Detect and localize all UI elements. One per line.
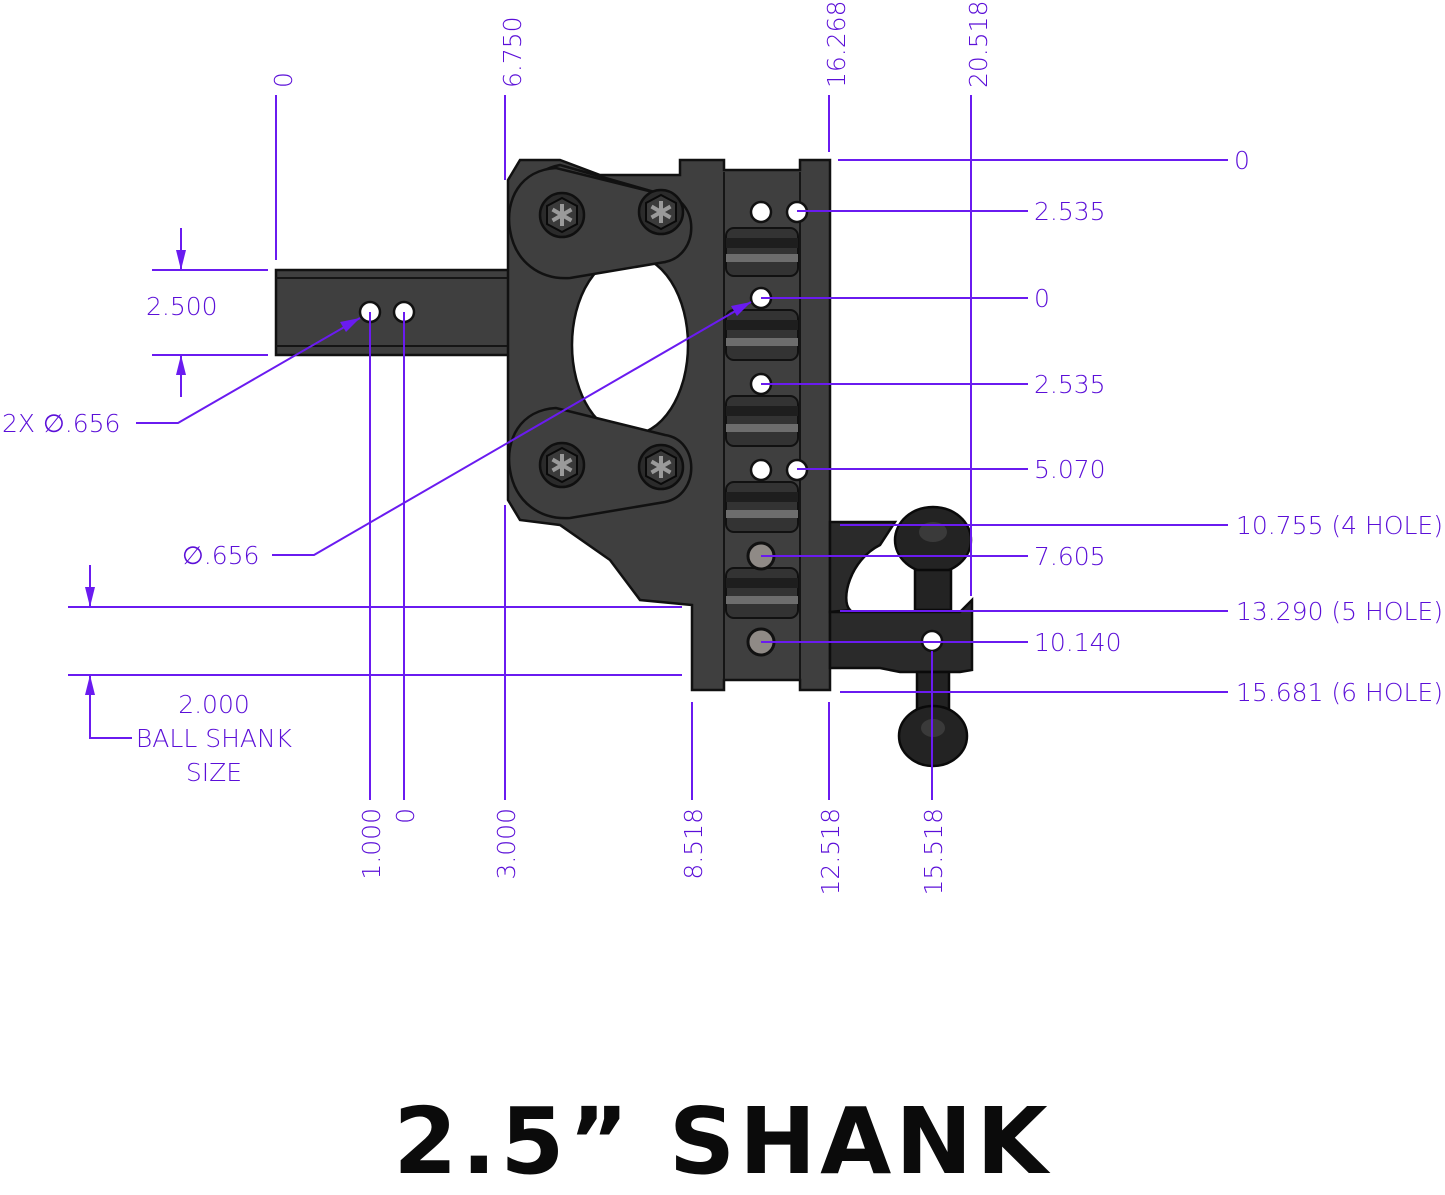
dim-drop-5-hole: 13.290 (5 HOLE) — [1236, 597, 1443, 626]
dimension-lines — [68, 95, 1228, 800]
bolt-lower-right — [637, 443, 685, 491]
dim-bottom-3000: 3.000 — [492, 808, 521, 880]
dim-shank-height: 2.500 — [146, 292, 218, 321]
callout-shank-holes: 2X ∅.656 — [2, 409, 120, 438]
dim-ball-shank-line1: BALL SHANK — [136, 724, 293, 753]
bolt-upper-right — [637, 188, 685, 236]
dim-top-16268: 16.268 — [822, 1, 851, 88]
link-plate-lower — [507, 406, 693, 520]
bolt-lower-left — [538, 441, 586, 489]
dim-drop-4-hole: 10.755 (4 HOLE) — [1236, 511, 1443, 540]
dim-bottom-12518: 12.518 — [816, 808, 845, 895]
dim-bottom-15518: 15.518 — [919, 808, 948, 895]
dim-top-6750: 6.750 — [498, 16, 527, 88]
dim-top-20518: 20.518 — [964, 1, 993, 88]
hole-row1-left — [749, 200, 773, 224]
shank-size-title: 2.5” SHANK — [393, 1088, 1052, 1195]
hole-row4-left — [749, 458, 773, 482]
dim-right-2535-b: 2.535 — [1034, 370, 1106, 399]
dim-bottom-0: 0 — [391, 808, 420, 824]
bolt-upper-left — [538, 191, 586, 239]
receiver-shank — [274, 268, 518, 357]
dim-bottom-8518: 8.518 — [679, 808, 708, 880]
dim-right-7605: 7.605 — [1034, 542, 1106, 571]
dim-right-0-mid: 0 — [1034, 284, 1050, 313]
dim-right-10140: 10.140 — [1034, 628, 1121, 657]
dim-right-0-top: 0 — [1234, 146, 1250, 175]
dim-drop-6-hole: 15.681 (6 HOLE) — [1236, 678, 1443, 707]
dim-bottom-1000: 1.000 — [357, 808, 386, 880]
dim-ball-shank-value: 2.000 — [178, 690, 250, 719]
dim-ball-shank-line2: SIZE — [186, 758, 242, 787]
callout-pivot-hole: ∅.656 — [182, 541, 259, 570]
dim-right-2535-a: 2.535 — [1034, 197, 1106, 226]
dim-top-0: 0 — [269, 72, 298, 88]
adjustment-grooves — [725, 227, 799, 619]
hitch-ball-upper — [893, 505, 973, 612]
pivot-opening — [570, 253, 690, 437]
dim-right-5070: 5.070 — [1034, 455, 1106, 484]
